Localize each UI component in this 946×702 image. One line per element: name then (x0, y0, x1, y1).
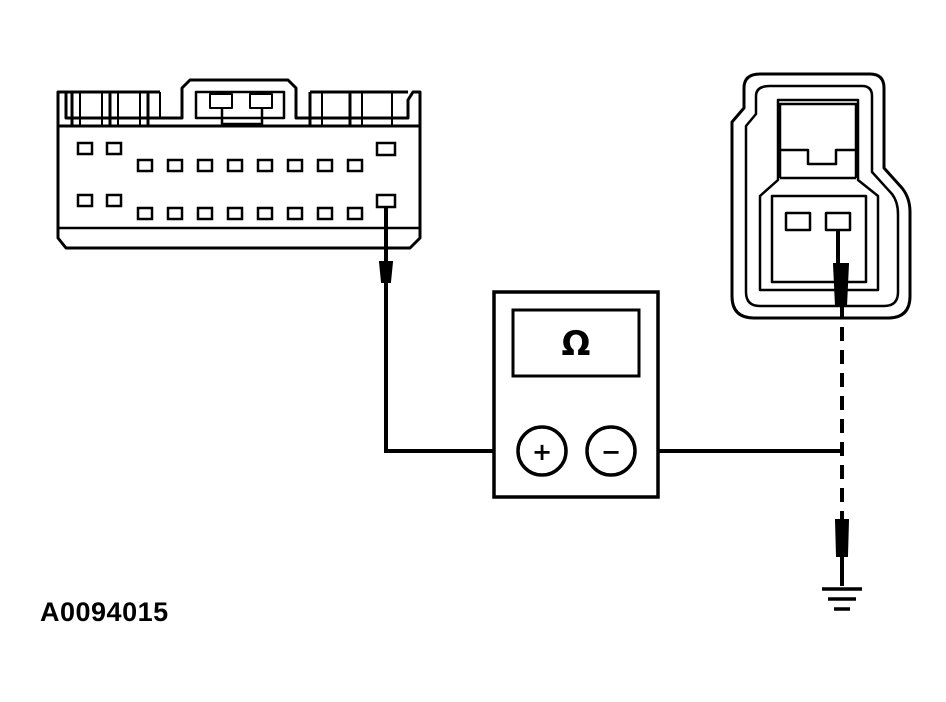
pin-cavity-tested (375, 193, 397, 209)
positive-probe-tip (378, 261, 394, 283)
pin-cavity (784, 211, 812, 232)
probe-tips (378, 261, 850, 557)
pin-cavity (256, 206, 274, 221)
negative-probe-tip (832, 263, 850, 307)
figure-id-label: A0094015 (40, 597, 169, 627)
test-leads (384, 207, 844, 586)
pin-cavity (105, 193, 123, 208)
ohm-symbol: Ω (562, 324, 591, 364)
ground-symbol (822, 587, 862, 611)
pin-cavity (375, 141, 397, 157)
pin-cavity (196, 206, 214, 221)
negative-terminal (585, 425, 637, 477)
pin-cavity (196, 158, 214, 173)
ground-probe-tip (834, 519, 850, 557)
meter-display (511, 308, 641, 378)
two-pin-connector (730, 72, 912, 320)
pin-cavity (316, 206, 334, 221)
pin-cavity (76, 193, 94, 208)
pin-cavity (136, 206, 154, 221)
positive-sign: + (532, 438, 552, 466)
pin-cavity (286, 206, 304, 221)
negative-sign: − (601, 438, 621, 466)
ohmmeter: Ω + − (492, 290, 660, 499)
pin-cavity (226, 206, 244, 221)
pin-cavity (166, 206, 184, 221)
pin-cavity-tested (824, 211, 852, 232)
pin-cavity (166, 158, 184, 173)
pin-cavity (226, 158, 244, 173)
pin-cavity (286, 158, 304, 173)
pin-cavity (346, 158, 364, 173)
pin-cavity (256, 158, 274, 173)
positive-terminal (516, 425, 568, 477)
pin-cavity (316, 158, 334, 173)
positive-lead-wire (384, 280, 518, 453)
pin-cavity (346, 206, 364, 221)
pin-cavity (136, 158, 154, 173)
pin-cavity (76, 141, 94, 156)
connector-pin-cavities (76, 141, 397, 221)
pin-cavity (105, 141, 123, 156)
